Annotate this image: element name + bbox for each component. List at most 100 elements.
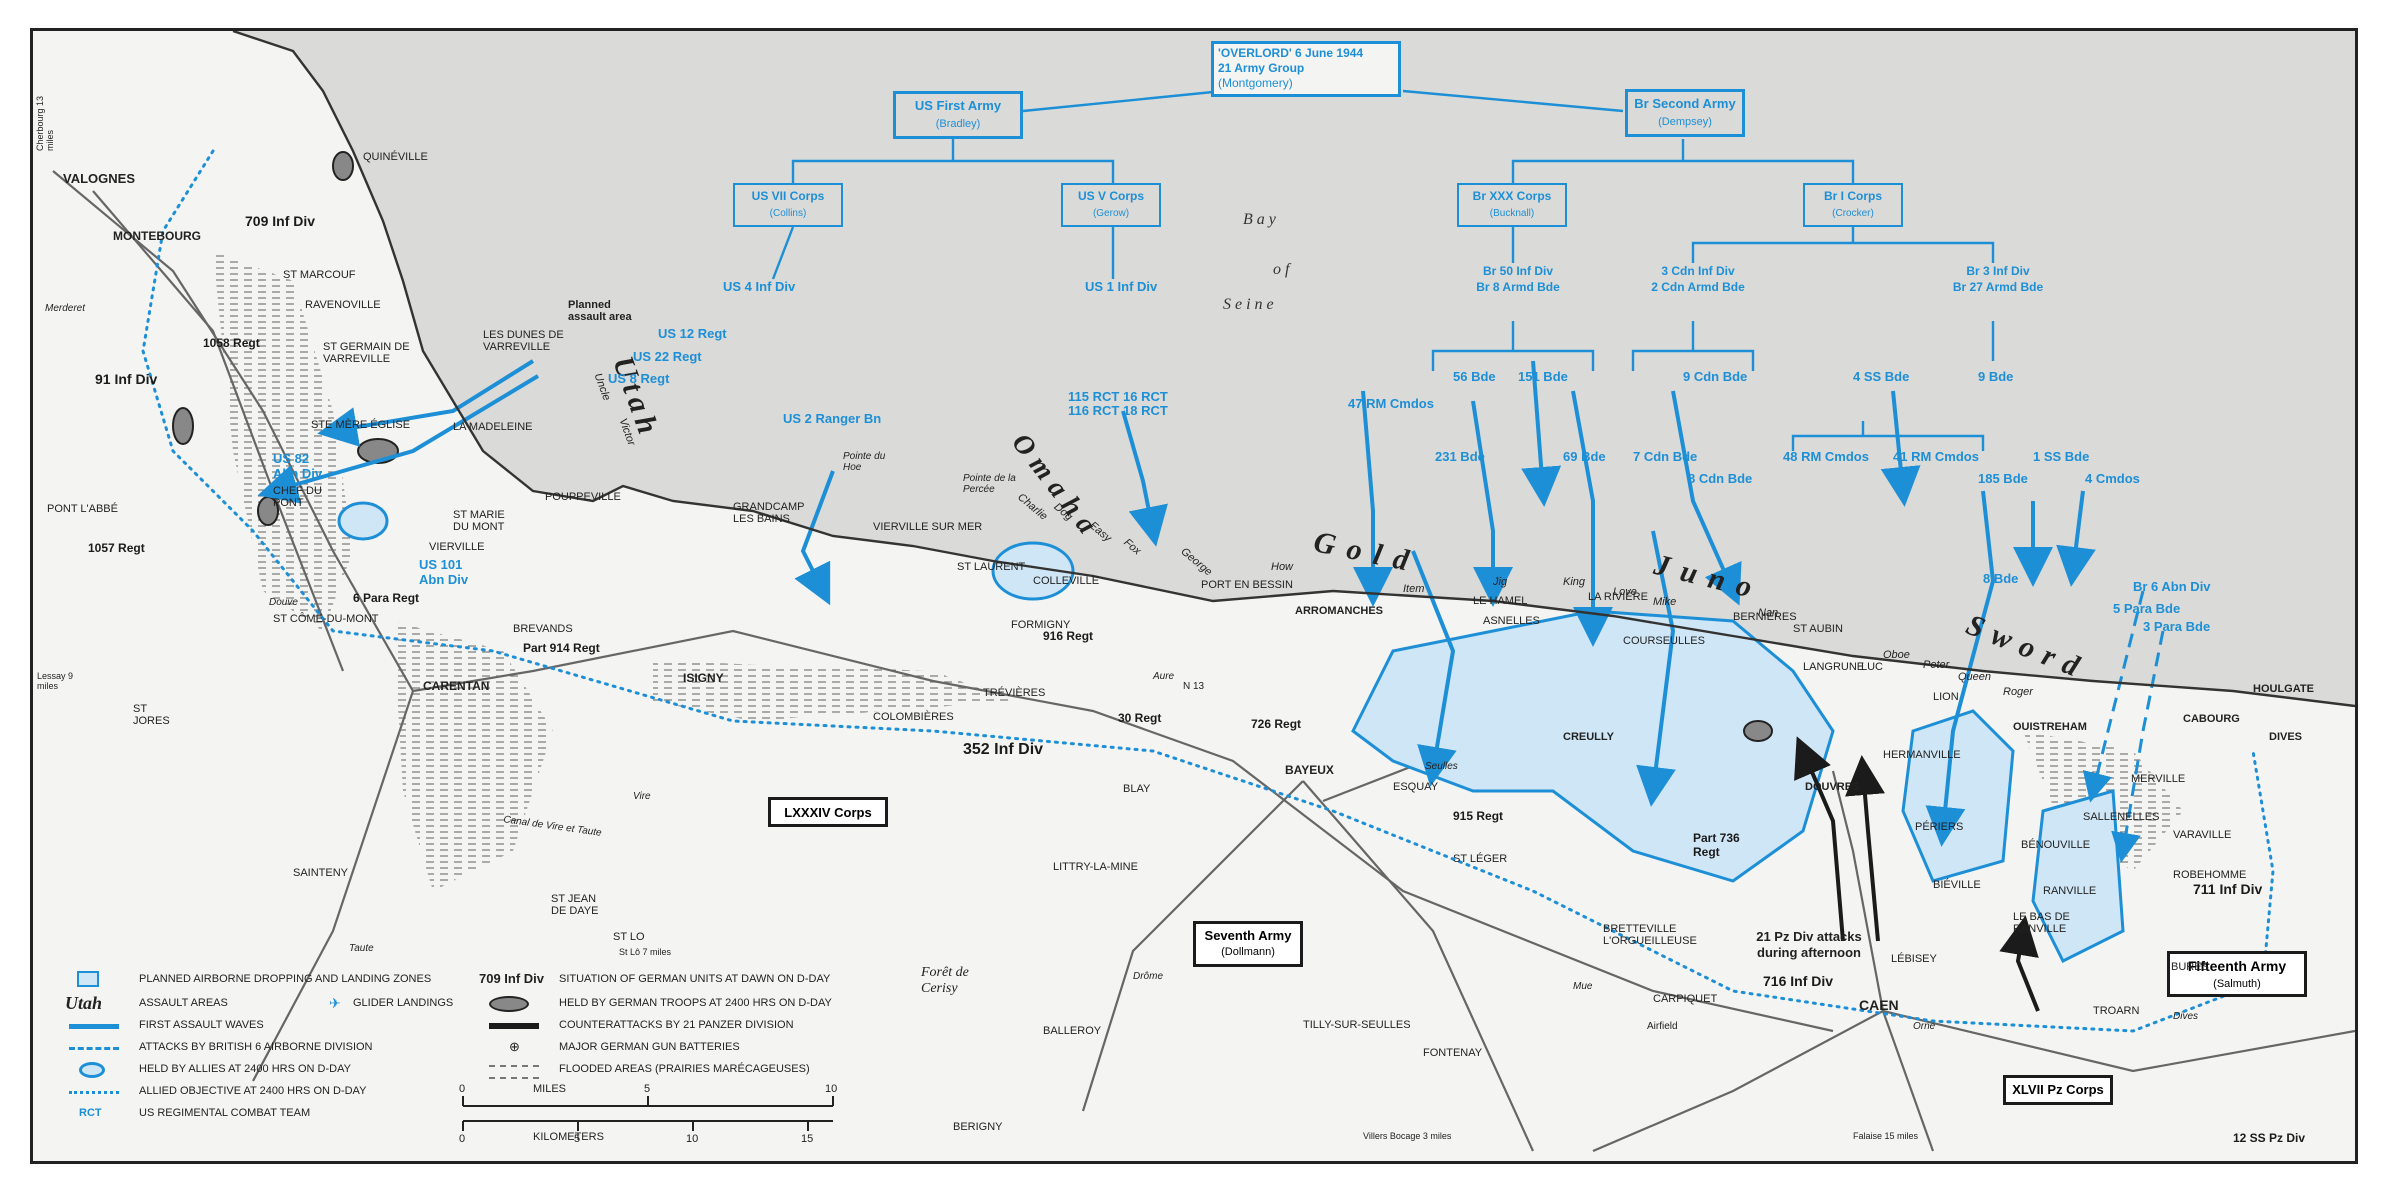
coastline	[232, 31, 2355, 708]
airborne-zone-icon	[77, 971, 99, 987]
unit-us-22-regt: US 22 Regt	[633, 349, 702, 364]
town-cabourg: CABOURG	[2183, 713, 2240, 725]
allied-objective-line	[141, 149, 2275, 1033]
org-top-line3: (Montgomery)	[1218, 76, 1293, 90]
unit-915-regt: 915 Regt	[1453, 809, 1504, 823]
town-st-marcouf: ST MARCOUF	[283, 269, 356, 281]
town-colleville: COLLEVILLE	[1033, 575, 1100, 587]
town-brevands: BREVANDS	[513, 623, 573, 635]
town-berigny: BERIGNY	[953, 1121, 1003, 1133]
legend-text-first-waves: FIRST ASSAULT WAVES	[139, 1019, 264, 1031]
box-lxxxiv-corps: LXXXIV Corps	[768, 797, 888, 827]
unit-1058-regt: 1058 Regt	[203, 336, 260, 350]
unit-part-736-regt: Part 736 Regt	[1693, 831, 1740, 859]
note-lessay: Lessay 9 miles	[37, 671, 74, 691]
town-grandcamp: GRANDCAMP LES BAINS	[733, 501, 805, 525]
org-div-3br: Br 3 Inf Div Br 27 Armd Bde	[1933, 263, 2063, 295]
unit-726-regt: 726 Regt	[1251, 717, 1302, 731]
town-varaville: VARAVILLE	[2173, 829, 2232, 841]
scale-km-0: 0	[459, 1133, 466, 1145]
unit-8-bde-top: 8 Bde	[1983, 571, 2019, 586]
legend-text-assault-areas: ASSAULT AREAS	[139, 997, 228, 1009]
town-bures: BURES	[2171, 961, 2209, 973]
town-blay: BLAY	[1123, 783, 1151, 795]
unit-116-rct: 116 RCT	[1068, 403, 1120, 418]
airborne-attack-arrow-icon	[69, 1047, 119, 1050]
scale-km-15: 15	[801, 1133, 814, 1145]
town-bieville: BIÉVILLE	[1933, 879, 1981, 891]
unit-231-bde: 231 Bde	[1435, 449, 1485, 464]
flooded-areas	[213, 251, 2183, 891]
org-us-vii-name: US VII Corps	[751, 189, 825, 203]
scale-mi-0: 0	[459, 1083, 466, 1095]
org-div-3br-line2: Br 27 Armd Bde	[1952, 280, 2044, 294]
legend-text-airborne-attacks: ATTACKS BY BRITISH 6 AIRBORNE DIVISION	[139, 1041, 373, 1053]
org-top-line1: 'OVERLORD' 6 June 1944	[1218, 46, 1364, 60]
org-br-i-name: Br I Corps	[1823, 189, 1882, 203]
sector-mike: Mike	[1653, 596, 1677, 608]
town-montebourg: MONTEBOURG	[113, 229, 201, 243]
normandy-map	[52, 31, 2355, 1153]
scale-km-label: KILOMETERS	[533, 1131, 604, 1143]
town-st-marie-du-mont: ST MARIE DU MONT	[453, 509, 505, 533]
legend-word-709: 709 Inf Div	[479, 971, 545, 986]
legend: PLANNED AIRBORNE DROPPING AND LANDING ZO…	[59, 967, 879, 1147]
note-river-orne: Orne	[1913, 1021, 1936, 1032]
org-br-xxx-box: Br XXX Corps (Bucknall)	[1457, 183, 1567, 227]
org-div-50-line1: Br 50 Inf Div	[1482, 264, 1554, 278]
scale-km-10: 10	[686, 1133, 699, 1145]
sea-label-3: S e i n e	[1223, 296, 1274, 313]
legend-item-flood: FLOODED AREAS (PRAIRIES MARÉCAGEUSES)	[479, 1061, 879, 1081]
unit-us-101-abn-div: US 101 Abn Div	[419, 557, 469, 587]
town-la-riviere: LA RIVIÈRE	[1588, 591, 1648, 603]
legend-item-counter: COUNTERATTACKS BY 21 PANZER DIVISION	[479, 1017, 879, 1037]
scale-mi-10: 10	[825, 1083, 838, 1095]
org-br-xxx-cmdr: (Bucknall)	[1489, 208, 1535, 219]
town-trevieres: TRÉVIÈRES	[983, 687, 1046, 699]
unit-91-inf-div: 91 Inf Div	[95, 371, 158, 387]
legend-word-utah: Utah	[65, 993, 103, 1013]
note-21-pz-div: 21 Pz Div attacks during afternoon	[1756, 929, 1862, 960]
town-quineville: QUINÉVILLE	[363, 151, 428, 163]
town-courseulles: COURSEULLES	[1623, 635, 1705, 647]
note-river-merderet: Merderet	[45, 303, 86, 314]
town-douvres: DOUVRES	[1805, 781, 1860, 793]
unit-48-rm-cmdos: 48 RM Cmdos	[1783, 449, 1869, 464]
town-langrune: LANGRUNE	[1803, 661, 1865, 673]
org-br-army-name: Br Second Army	[1634, 96, 1736, 111]
box-xlvii-pz-corps-name: XLVII Pz Corps	[2012, 1082, 2104, 1097]
unit-us-8-regt: US 8 Regt	[608, 371, 670, 386]
org-us-vii-box: US VII Corps (Collins)	[733, 183, 843, 227]
unit-9-bde: 9 Bde	[1978, 369, 2014, 384]
sector-oboe: Oboe	[1883, 649, 1910, 661]
legend-word-rct: RCT	[79, 1107, 102, 1119]
town-pouppeville: POUPPEVILLE	[545, 491, 621, 503]
unit-185-bde: 185 Bde	[1978, 471, 2028, 486]
note-river-drome: Drôme	[1133, 971, 1164, 982]
town-bayeux: BAYEUX	[1285, 763, 1334, 777]
town-lebisey: LÉBISEY	[1891, 953, 1937, 965]
legend-item-objective: ALLIED OBJECTIVE AT 2400 HRS ON D-DAY	[59, 1083, 459, 1103]
town-st-jean-de-daye: ST JEAN DE DAYE	[551, 893, 599, 917]
counterattack-arrow-icon	[489, 1023, 539, 1029]
org-br-i-cmdr: (Crocker)	[1832, 208, 1874, 219]
legend-text-airborne: PLANNED AIRBORNE DROPPING AND LANDING ZO…	[139, 973, 432, 985]
gun-battery-icon: ⊕	[509, 1039, 520, 1054]
sector-item: Item	[1403, 583, 1425, 595]
unit-1057-regt: 1057 Regt	[88, 541, 145, 555]
bay-of-seine	[233, 31, 2355, 706]
town-esquay: ESQUAY	[1393, 781, 1439, 793]
org-div-3cdn: 3 Cdn Inf Div 2 Cdn Armd Bde	[1633, 263, 1763, 295]
town-tilly: TILLY-SUR-SEULLES	[1303, 1019, 1411, 1031]
town-les-dunes: LES DUNES DE VARREVILLE	[483, 329, 564, 353]
unit-8-cdn-bde: 8 Cdn Bde	[1688, 471, 1753, 486]
unit-716-inf-div: 716 Inf Div	[1763, 973, 1834, 989]
unit-us-1-inf-div: US 1 Inf Div	[1085, 279, 1158, 294]
glider-icon: ✈	[329, 995, 341, 1011]
sea-label-1: B a y	[1243, 211, 1276, 228]
town-st-jores: ST JORES	[133, 703, 170, 727]
unit-151-bde-top: 151 Bde	[1518, 369, 1568, 384]
flood-icon	[489, 1065, 539, 1079]
unit-us-82-abn-div: US 82 Abn Div	[273, 451, 323, 481]
note-falaise: Falaise 15 miles	[1853, 1131, 1919, 1141]
